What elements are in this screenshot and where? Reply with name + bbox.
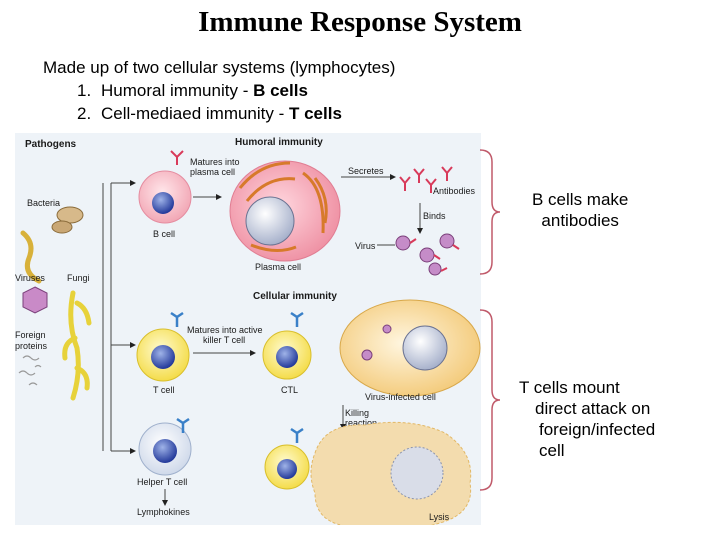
antibodies-label: Antibodies [433, 186, 476, 196]
b-cell-nucleus [152, 192, 174, 214]
secretes-label: Secretes [348, 166, 384, 176]
lymphokines-label: Lymphokines [137, 507, 190, 517]
intro-lead: Made up of two cellular systems (lymphoc… [43, 58, 396, 77]
virus-icon [361, 349, 373, 361]
infected-cell-nucleus [402, 325, 448, 371]
matures-plasma-label-2: plasma cell [190, 167, 235, 177]
ctl-receptor-icon [290, 311, 304, 327]
antibodies-icon [399, 166, 453, 193]
bacteria-label: Bacteria [27, 198, 60, 208]
foreign-label-2: proteins [15, 341, 48, 351]
immune-diagram-svg: Pathogens Bacteria Viruses Fungi Foreign… [15, 137, 481, 531]
antibody-icon [170, 150, 184, 165]
immune-diagram: Pathogens Bacteria Viruses Fungi Foreign… [15, 133, 481, 531]
humoral-header: Humoral immunity [235, 137, 323, 148]
helper-label: Helper T cell [137, 477, 187, 487]
helper-receptor-icon [176, 417, 190, 433]
lysis-label: Lysis [429, 512, 450, 522]
virus-infected-label: Virus-infected cell [365, 392, 436, 402]
receptor-icon [170, 311, 184, 327]
fungi-label: Fungi [67, 273, 90, 283]
killing-label-2: reaction [345, 418, 377, 428]
ctl-attack-receptor-icon [290, 427, 304, 443]
plasma-cell-er [238, 161, 328, 252]
ctl-nucleus [276, 346, 298, 368]
matures-plasma-label-1: Matures into [190, 157, 240, 167]
t-cell-label: T cell [153, 385, 174, 395]
list-item: 1.Humoral immunity - B cells [77, 81, 308, 100]
matures-killer-label-1: Matures into active [187, 325, 263, 335]
virus-particle-icon [22, 286, 48, 314]
virus-icon [382, 324, 392, 334]
foreign-protein-icon [18, 355, 42, 386]
ctl-label: CTL [281, 385, 298, 395]
pathogens-header: Pathogens [25, 139, 77, 150]
t-cells-brace [479, 309, 501, 491]
b-cell-label: B cell [153, 229, 175, 239]
t-cell-nucleus [151, 345, 175, 369]
lysed-nucleus [390, 446, 444, 500]
fungi-icon [62, 290, 92, 401]
virus-label: Virus [355, 241, 376, 251]
b-cells-note: B cells make antibodies [532, 190, 629, 230]
plasma-cell-nucleus [245, 196, 295, 246]
plasma-cell-label: Plasma cell [255, 262, 301, 272]
bacteria-icon [20, 206, 84, 284]
t-cells-note: T cells mount direct attack on foreign/i… [519, 378, 656, 460]
helper-nucleus [153, 439, 177, 463]
virus-bound-antibodies-icon [395, 233, 460, 276]
ctl-attack-nucleus [277, 459, 297, 479]
list-item: 2.Cell-mediaed immunity - T cells [77, 104, 342, 123]
killing-label-1: Killing [345, 408, 369, 418]
b-cells-brace [479, 149, 501, 275]
cellular-header: Cellular immunity [253, 291, 337, 302]
page-title: Immune Response System [198, 6, 522, 38]
foreign-label-1: Foreign [15, 330, 46, 340]
binds-label: Binds [423, 211, 446, 221]
intro-list: Made up of two cellular systems (lymphoc… [43, 56, 395, 125]
matures-killer-label-2: killer T cell [203, 335, 245, 345]
viruses-label: Viruses [15, 273, 45, 283]
